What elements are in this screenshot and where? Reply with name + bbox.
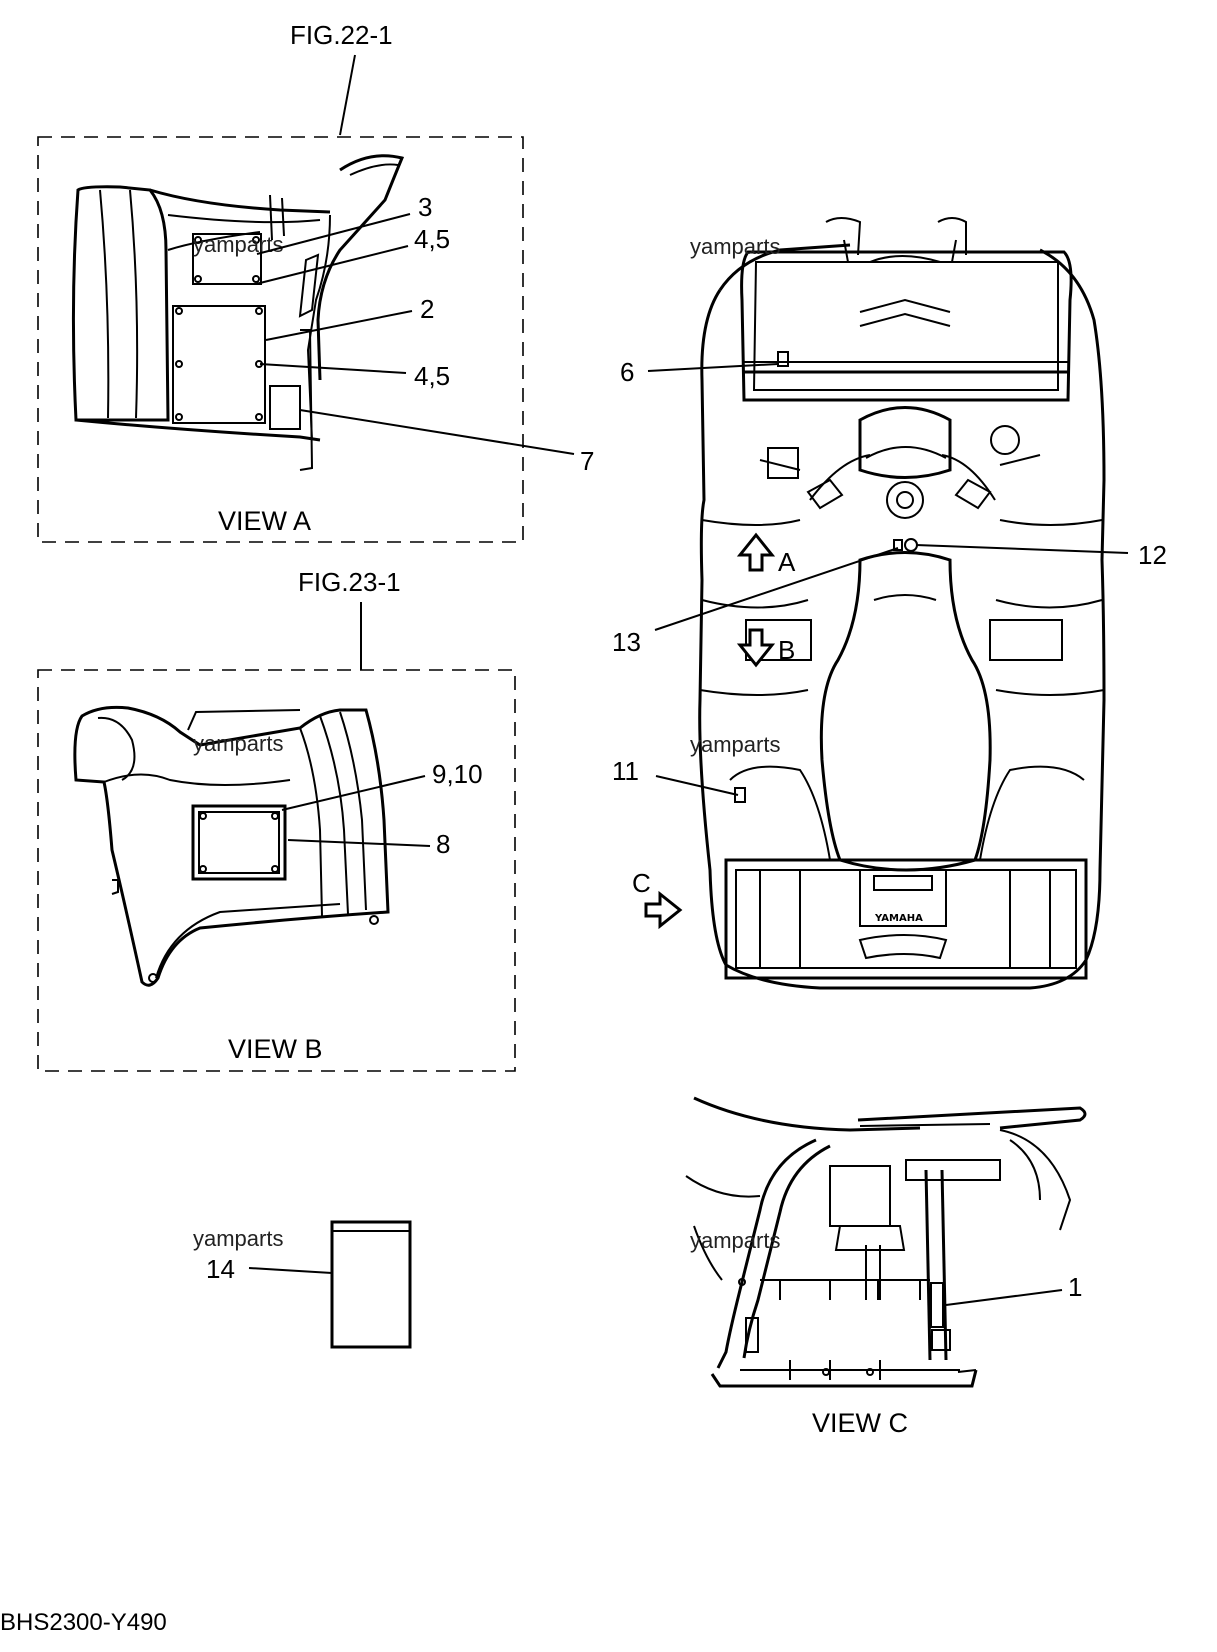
decal-3: [192, 233, 262, 285]
arrow-right-icon: [644, 890, 683, 930]
view-a-fender-drawing: [71, 154, 405, 471]
decal-6: [777, 351, 789, 367]
label-card-14: [330, 1220, 412, 1349]
arrow-down-icon: [736, 628, 776, 668]
view-a-title: VIEW A: [218, 506, 311, 536]
atv-top-drawing: YAMAHA: [698, 217, 1106, 990]
fig-ref-a: FIG.22-1: [290, 20, 393, 50]
callout-4-5-a: 4,5: [414, 224, 450, 254]
decal-7: [269, 385, 301, 430]
decal-12: [904, 538, 918, 552]
watermark-c: yamparts: [690, 1228, 780, 1253]
callout-12: 12: [1138, 540, 1167, 570]
callout-3: 3: [418, 192, 432, 222]
view-a-frame: [37, 136, 524, 543]
view-b-fender-drawing: [73, 705, 390, 987]
rear-plate-area: [859, 869, 947, 927]
part-14: yamparts 14: [193, 1220, 412, 1349]
arrow-label-b: B: [778, 635, 795, 665]
callout-8: 8: [436, 829, 450, 859]
view-a-panel: FIG.22-1: [37, 20, 594, 543]
watermark-top-front: yamparts: [690, 234, 780, 259]
brand-on-part: YAMAHA: [874, 913, 923, 924]
arrow-label-a: A: [778, 547, 796, 577]
view-c-title: VIEW C: [812, 1408, 908, 1438]
drawing-code: BHS2300-Y490: [0, 1609, 167, 1636]
watermark-14: yamparts: [193, 1226, 283, 1251]
callout-2: 2: [420, 294, 434, 324]
watermark-top-mid: yamparts: [690, 732, 780, 757]
view-b-panel: FIG.23-1 yamparts 9,10 8 VIEW B: [37, 567, 516, 1072]
decal-8: [191, 804, 287, 881]
view-c-panel: yamparts 1 VIEW C: [685, 1096, 1087, 1438]
view-c-drawing: [685, 1096, 1087, 1388]
arrow-label-c: C: [632, 868, 651, 898]
callout-13: 13: [612, 627, 641, 657]
atv-top-view: YAMAHA A B C yamparts yamparts 6 12 13 1…: [612, 217, 1167, 990]
watermark-b: yamparts: [193, 731, 283, 756]
view-b-frame: [37, 669, 516, 1072]
callout-7: 7: [580, 446, 594, 476]
watermark-a: yamparts: [193, 232, 283, 257]
callout-9-10: 9,10: [432, 759, 483, 789]
view-b-title: VIEW B: [228, 1034, 323, 1064]
callout-4-5-b: 4,5: [414, 361, 450, 391]
decal-2: [172, 305, 266, 424]
arrow-up-icon: [736, 532, 776, 572]
callout-11: 11: [612, 756, 639, 786]
callout-1: 1: [1068, 1272, 1082, 1302]
decal-1: [930, 1282, 944, 1328]
callout-6: 6: [620, 357, 634, 387]
decal-13: [893, 539, 903, 551]
fig-ref-b: FIG.23-1: [298, 567, 401, 597]
callout-14: 14: [206, 1254, 235, 1284]
